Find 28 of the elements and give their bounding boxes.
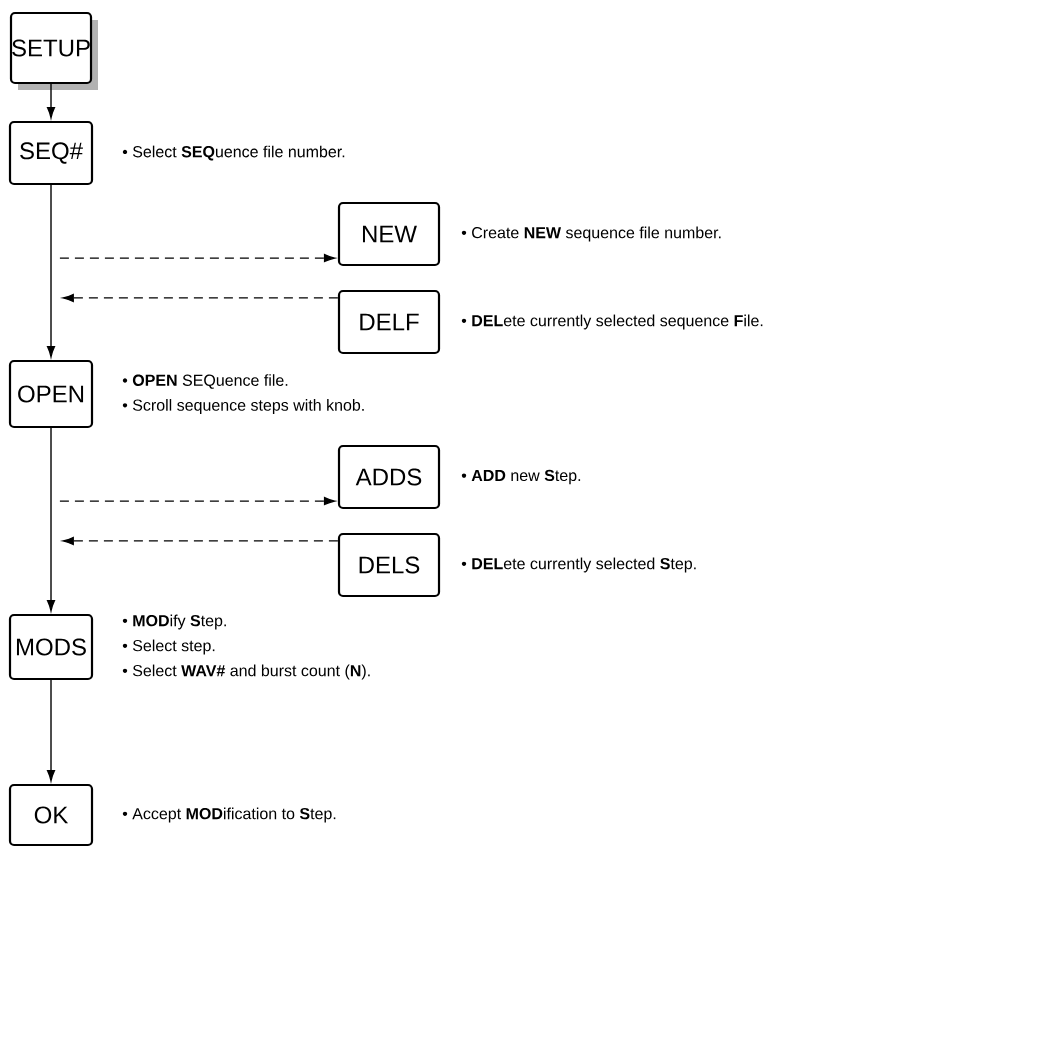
- note-text: • Select SEQuence file number.: [122, 145, 345, 161]
- note-text: • Accept MODification to Step.: [122, 807, 336, 823]
- arrow: [46, 427, 56, 612]
- process-box: SETUP: [9, 11, 98, 90]
- note-text: • OPEN SEQuence file.: [122, 374, 288, 389]
- process-box: OPEN: [8, 359, 94, 429]
- process-box: NEW: [337, 201, 441, 267]
- process-box: OK: [8, 783, 94, 847]
- arrow: [62, 536, 339, 545]
- arrow: [46, 83, 56, 119]
- note-text: • DELete currently selected Step.: [461, 557, 696, 573]
- process-box: MODS: [8, 613, 94, 681]
- arrow: [59, 254, 336, 263]
- note-text: • DELete currently selected sequence File.: [461, 314, 763, 330]
- note-text: • Create NEW sequence file number.: [461, 226, 721, 242]
- note-text: • Select WAV# and burst count (N).: [122, 664, 370, 680]
- arrow: [62, 293, 339, 302]
- arrow: [59, 497, 336, 506]
- process-box: DELS: [337, 532, 441, 598]
- note-text: • Select step.: [122, 639, 215, 655]
- arrow: [46, 184, 56, 358]
- note-text: • Scroll sequence steps with knob.: [122, 399, 364, 414]
- process-box: SEQ#: [8, 120, 94, 186]
- process-box: DELF: [337, 289, 441, 355]
- note-text: • MODify Step.: [122, 614, 226, 630]
- process-box: ADDS: [337, 444, 441, 510]
- note-text: • ADD new Step.: [461, 469, 581, 485]
- arrow: [46, 679, 56, 782]
